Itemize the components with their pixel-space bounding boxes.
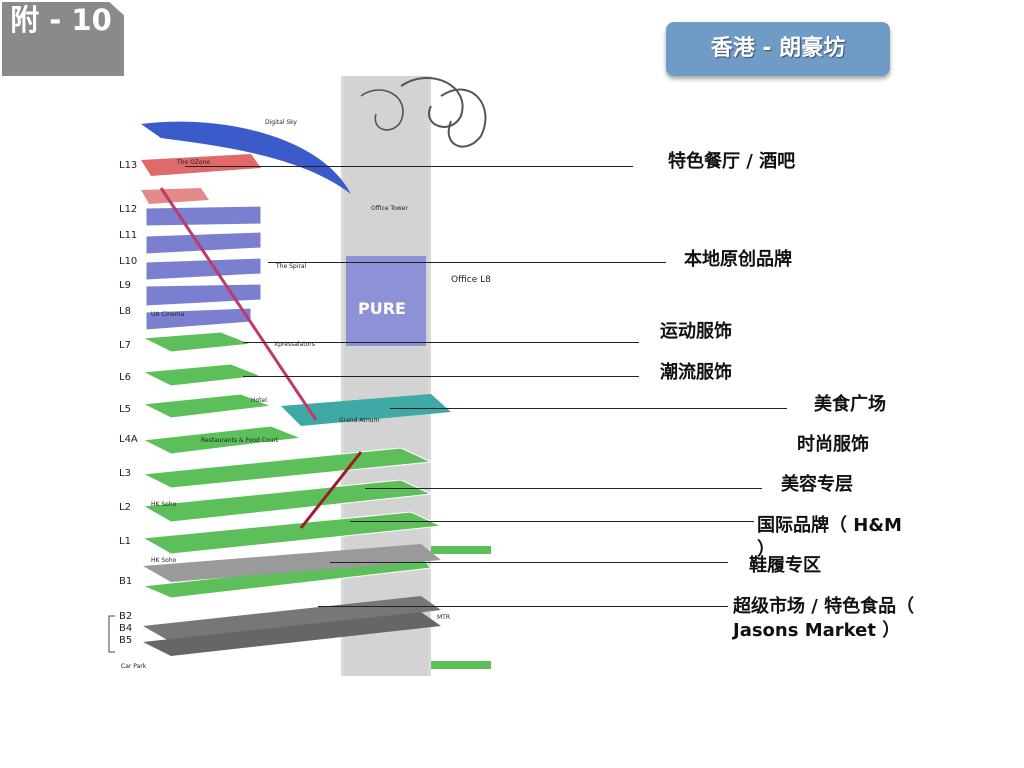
svg-text:The OZone: The OZone (176, 159, 210, 166)
svg-text:B1: B1 (119, 576, 132, 587)
svg-text:L8: L8 (119, 306, 131, 317)
slide-number-badge (2, 2, 124, 76)
svg-text:MTR: MTR (437, 614, 450, 621)
svg-text:L7: L7 (119, 340, 131, 351)
svg-text:Grand Atrium: Grand Atrium (339, 417, 380, 424)
svg-text:L2: L2 (119, 502, 131, 513)
leader-shoes (330, 562, 728, 563)
svg-text:HK Soho: HK Soho (151, 501, 177, 508)
svg-text:L1: L1 (119, 536, 131, 547)
svg-text:B5: B5 (119, 635, 132, 646)
floor-grand-atrium (281, 394, 451, 426)
svg-text:L13: L13 (119, 160, 137, 171)
xpressalator-line (159, 187, 318, 421)
svg-text:Xpressalators: Xpressalators (274, 341, 315, 348)
callout-trend-fashion: 潮流服饰 (660, 362, 732, 383)
svg-text:L10: L10 (119, 256, 137, 267)
svg-text:Restaurants & Food Court: Restaurants & Food Court (201, 437, 279, 444)
leader-market (318, 606, 728, 607)
svg-text:L5: L5 (119, 404, 131, 415)
svg-text:L4A: L4A (119, 434, 138, 445)
callout-food-court: 美食广场 (814, 394, 886, 415)
slide-title: 香港 - 朗豪坊 (666, 22, 890, 76)
svg-text:L12: L12 (119, 204, 137, 215)
level-labels: L13 L12 L11 L10 L9 L8 L7 L6 L5 L4A L3 L2… (119, 160, 138, 646)
svg-text:L11: L11 (119, 230, 137, 241)
svg-text:Hotel: Hotel (251, 397, 267, 404)
svg-text:HK Soho: HK Soho (151, 557, 177, 564)
svg-text:The Spiral: The Spiral (275, 263, 306, 270)
leader-intl (350, 521, 754, 522)
svg-text:B4: B4 (119, 623, 132, 634)
callout-sportswear: 运动服饰 (660, 321, 732, 342)
callout-local-brands: 本地原创品牌 (684, 249, 792, 270)
callout-beauty-floor: 美容专层 (781, 474, 853, 495)
leader-local (268, 262, 666, 263)
callout-shoes: 鞋履专区 (749, 555, 821, 576)
leader-beauty (365, 488, 762, 489)
mall-floor-diagram: PURE L13 L12 L11 L10 (101, 76, 491, 682)
svg-text:Car Park: Car Park (121, 663, 147, 670)
svg-text:B2: B2 (119, 611, 132, 622)
slide-number: 附 - 10 (10, 3, 112, 37)
svg-text:UA Cinema: UA Cinema (151, 311, 185, 318)
svg-text:L9: L9 (119, 280, 131, 291)
svg-text:L3: L3 (119, 468, 131, 479)
svg-text:Digital Sky: Digital Sky (265, 119, 297, 126)
floor-l13 (141, 154, 261, 176)
callout-fashion: 时尚服饰 (797, 434, 869, 455)
callout-restaurant: 特色餐厅 / 酒吧 (668, 151, 796, 172)
leader-restaurant (185, 166, 633, 167)
office-levels-label: Office L8 – L9 (451, 275, 491, 285)
leader-trend (243, 376, 639, 377)
svg-text:L6: L6 (119, 372, 131, 383)
digital-sky (141, 121, 351, 194)
leader-food (390, 408, 787, 409)
basement-floors (143, 544, 441, 656)
pure-logo: PURE (358, 299, 406, 318)
green-floors (141, 331, 443, 599)
svg-text:Office Tower: Office Tower (371, 205, 408, 212)
callout-international-brands: 国际品牌（ H&M ） (757, 515, 902, 560)
callout-supermarket: 超级市场 / 特色食品（ Jasons Market ） (733, 596, 915, 641)
leader-sports (243, 342, 639, 343)
